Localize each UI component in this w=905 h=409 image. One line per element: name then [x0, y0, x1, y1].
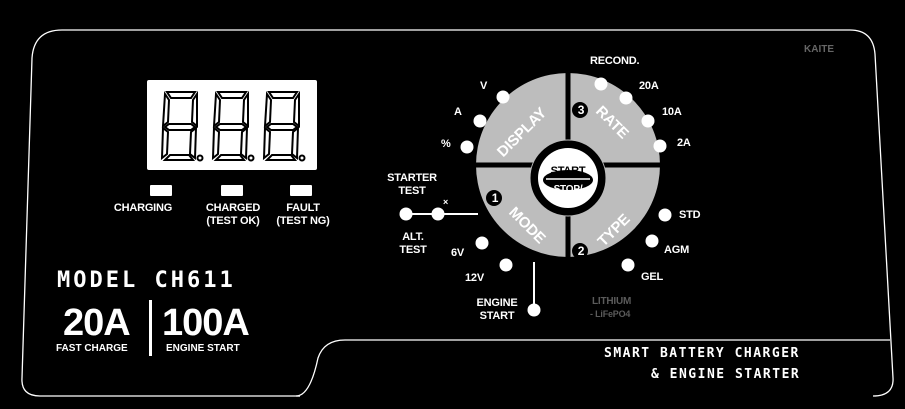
model-name: MODEL CH611: [57, 268, 236, 293]
display-option-a[interactable]: A: [454, 106, 462, 118]
rate-option-20a[interactable]: 20A: [639, 80, 659, 92]
mode-option-6v[interactable]: 6V: [451, 247, 465, 259]
display-option-percent[interactable]: %: [441, 138, 451, 150]
rate-option-2a[interactable]: 2A: [677, 137, 691, 149]
mode-option-alt-test[interactable]: ALT. TEST: [399, 231, 427, 256]
charged-led: [221, 185, 243, 196]
fast-charge-value: 20A: [63, 302, 131, 344]
type-number-badge: [572, 243, 588, 259]
mode-option-12v[interactable]: 12V: [465, 272, 484, 284]
fast-charge-label: FAST CHARGE: [56, 343, 128, 354]
rate-quadrant: [568, 73, 660, 165]
display-option-v[interactable]: V: [480, 80, 488, 92]
type-option-agm[interactable]: AGM: [664, 244, 690, 256]
type-std-dot: [658, 208, 672, 222]
engine-start-label: ENGINE START: [166, 343, 240, 354]
segment-digits: [160, 90, 306, 162]
type-gel-dot: [621, 258, 635, 272]
start-label: START: [550, 165, 586, 177]
fault-led: [290, 185, 312, 196]
display-a-dot: [473, 114, 487, 128]
display-quadrant: [476, 73, 568, 165]
type-number: 2: [577, 244, 585, 258]
rate-2a-dot: [653, 139, 667, 153]
rate-option-recond[interactable]: RECOND.: [590, 55, 640, 67]
mode-number: 1: [491, 191, 499, 205]
rate-recond-dot: [594, 77, 608, 91]
digit-3: [262, 90, 306, 162]
segment-display: [147, 80, 317, 170]
mode-12v-dot: [499, 258, 513, 272]
type-option-gel[interactable]: GEL: [641, 271, 664, 283]
display-v-dot: [496, 90, 510, 104]
tagline-line-1: SMART BATTERY CHARGER: [604, 346, 800, 361]
lithium-label: LITHIUM: [592, 296, 632, 307]
rate-20a-dot: [619, 91, 633, 105]
type-option-std[interactable]: STD: [679, 209, 701, 221]
mode-option-engine-start[interactable]: ENGINE START: [476, 297, 518, 322]
mode-option-starter-test[interactable]: STARTER TEST: [387, 172, 437, 197]
brand-logo: KAITE: [804, 44, 834, 55]
lithium-sub-label: - LiFePO4: [590, 309, 631, 319]
fault-label: FAULT (TEST NG): [276, 202, 330, 227]
display-percent-dot: [460, 140, 474, 154]
tagline-line-2: & ENGINE STARTER: [651, 367, 801, 382]
rate-number-badge: [572, 102, 588, 118]
rate-10a-dot: [641, 114, 655, 128]
charging-label: CHARGING: [113, 202, 173, 214]
rate-option-10a[interactable]: 10A: [662, 106, 682, 118]
starter-x-mark: ×: [443, 197, 449, 207]
charged-label: CHARGED (TEST OK): [205, 202, 261, 227]
rate-number: 3: [577, 103, 585, 117]
type-agm-dot: [645, 234, 659, 248]
stop-label: STOP/: [553, 184, 583, 195]
mode-6v-dot: [475, 236, 489, 250]
spec-divider: [149, 300, 152, 356]
digit-2: [211, 90, 255, 162]
mode-number-badge: [486, 190, 502, 206]
digit-1: [160, 90, 204, 162]
engine-start-value: 100A: [162, 302, 250, 344]
charging-led: [150, 185, 172, 196]
